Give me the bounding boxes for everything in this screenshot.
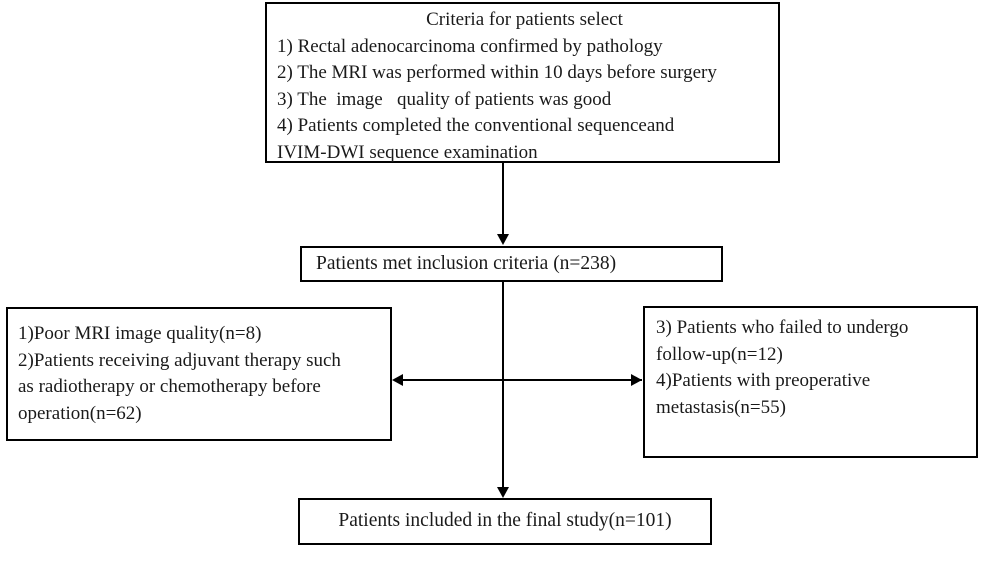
exclusion-left-line-2: 2)Patients receiving adjuvant therapy su… [18, 349, 341, 371]
inclusion-box: Patients met inclusion criteria (n=238) [300, 246, 723, 282]
exclusion-left-line-3: as radiotherapy or chemotherapy before [18, 376, 321, 397]
exclusion-right-line-1: 3) Patients who failed to undergo [656, 317, 909, 338]
criteria-item-1: 1) Rectal adenocarcinoma confirmed by pa… [277, 35, 663, 57]
exclusion-left-line-1: 1)Poor MRI image quality(n=8) [18, 323, 262, 344]
criteria-item-5: IVIM-DWI sequence examination [277, 141, 538, 163]
connector-exclusions-arrowhead-right [631, 374, 642, 386]
exclusion-right-line-4: metastasis(n=55) [656, 396, 786, 418]
criteria-item-4: 4) Patients completed the conventional s… [277, 115, 675, 136]
exclusion-left-box: 1)Poor MRI image quality(n=8) 2)Patients… [6, 307, 392, 441]
connector-exclusions-arrowhead-left [392, 374, 403, 386]
connector-inclusion-to-final-line [502, 282, 504, 488]
criteria-box: Criteria for patients select 1) Rectal a… [265, 2, 780, 163]
connector-inclusion-to-final-arrowhead [497, 487, 509, 498]
exclusion-right-box: 3) Patients who failed to undergo follow… [643, 306, 978, 458]
exclusion-right-line-2: follow-up(n=12) [656, 343, 783, 365]
criteria-title: Criteria for patients select [426, 9, 623, 30]
criteria-item-2: 2) The MRI was performed within 10 days … [277, 62, 717, 83]
connector-exclusions-line [398, 379, 642, 381]
exclusion-left-line-4: operation(n=62) [18, 402, 142, 424]
connector-criteria-to-inclusion-line [502, 163, 504, 235]
criteria-item-3: 3) The image quality of patients was goo… [277, 88, 612, 110]
final-study-box: Patients included in the final study(n=1… [298, 498, 712, 545]
exclusion-right-line-3: 4)Patients with preoperative [656, 370, 871, 391]
final-study-label: Patients included in the final study(n=1… [338, 510, 672, 532]
connector-criteria-to-inclusion-arrowhead [497, 234, 509, 245]
inclusion-label: Patients met inclusion criteria (n=238) [316, 252, 617, 274]
